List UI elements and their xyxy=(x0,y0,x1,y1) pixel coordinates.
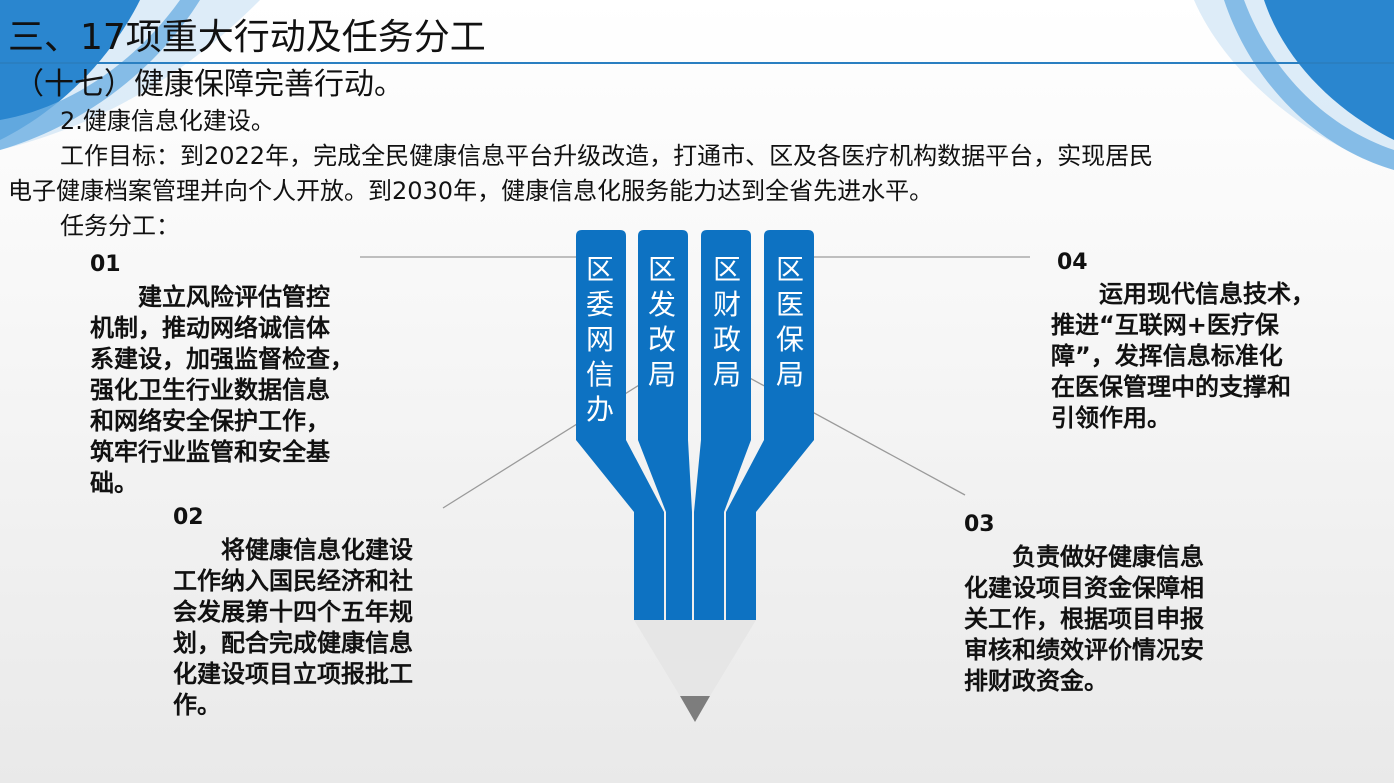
item-text-03: 负责做好健康信息化建设项目资金保障相关工作，根据项目申报审核和绩效评价情况安排财… xyxy=(964,543,1204,695)
item-text-02: 将健康信息化建设工作纳入国民经济和社会发展第十四个五年规划，配合完成健康信息化建… xyxy=(173,536,413,719)
item-number-03: 03 xyxy=(964,512,995,537)
column-label-caizhengju: 区财政局 xyxy=(712,253,741,391)
subtitle: （十七）健康保障完善行动。 xyxy=(14,67,404,102)
item-text-01: 建立风险评估管控机制，推动网络诚信体系建设，加强监督检查，强化卫生行业数据信息和… xyxy=(90,283,354,497)
title-rule xyxy=(0,62,1394,64)
column-label-wangxinban: 区委网信办 xyxy=(585,253,614,426)
pencil-tip xyxy=(680,696,710,722)
item-number-01: 01 xyxy=(90,252,121,277)
column-label-yibaoju: 区医保局 xyxy=(775,253,804,391)
pencil-column-2 xyxy=(638,230,692,620)
pencil-graphic xyxy=(576,230,814,722)
pencil-column-1 xyxy=(576,230,664,620)
pencil-column-4 xyxy=(726,230,814,620)
goal-line-1: 工作目标：到2022年，完成全民健康信息平台升级改造，打通市、区及各医疗机构数据… xyxy=(60,142,1154,170)
corner-decoration-left xyxy=(0,0,260,150)
goal-line-2: 电子健康档案管理并向个人开放。到2030年，健康信息化服务能力达到全省先进水平。 xyxy=(8,177,934,205)
page-title: 三、17项重大行动及任务分工 xyxy=(8,17,486,58)
task-label: 任务分工： xyxy=(60,212,180,240)
pencil-column-3 xyxy=(694,230,751,620)
item-number-04: 04 xyxy=(1057,250,1088,275)
item-text-04: 运用现代信息技术，推进“互联网+医疗保障”，发挥信息标准化在医保管理中的支撑和引… xyxy=(1051,280,1315,432)
item-number-02: 02 xyxy=(173,505,204,530)
column-label-fagaiju: 区发改局 xyxy=(647,253,676,391)
pencil-wood xyxy=(634,620,756,696)
section-heading: 2.健康信息化建设。 xyxy=(60,107,275,135)
corner-decoration-right xyxy=(1194,0,1394,170)
